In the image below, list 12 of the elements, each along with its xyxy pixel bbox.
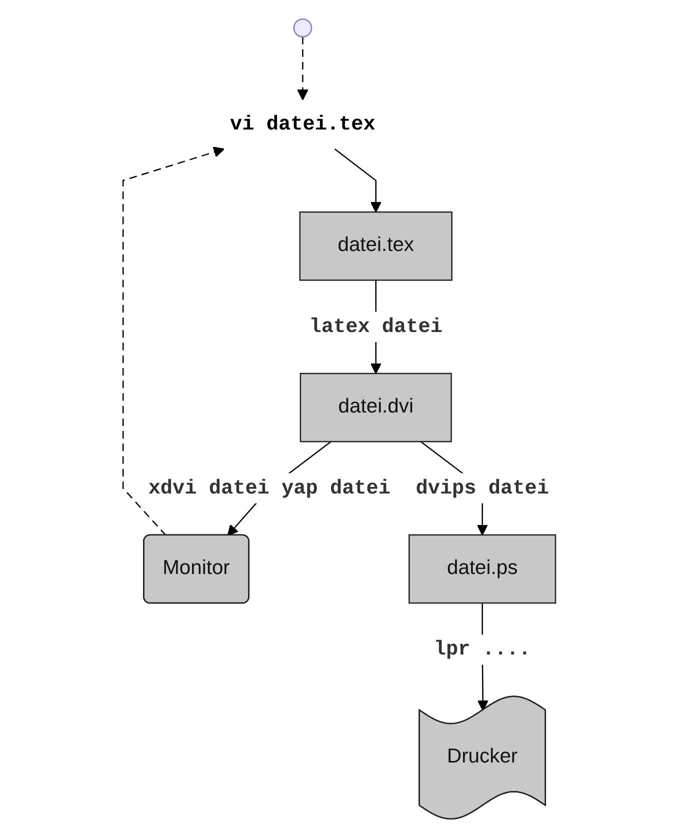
edge-label: xdvi datei yap datei: [148, 476, 391, 500]
arrow: [122, 146, 225, 536]
edge-label: dvips datei: [416, 476, 550, 500]
node-box: [300, 372, 452, 442]
arrow: [334, 148, 382, 212]
node-box: [299, 210, 453, 280]
node-text: vi datei.tex: [230, 112, 376, 136]
node-box: [408, 534, 556, 604]
edge-label: lpr ....: [434, 638, 531, 661]
edge-label: latex datei: [309, 314, 443, 338]
flowchart: latex datei xdvi datei yap datei dvips datei lpr .... vi datei.tex datei.tex datei.dvi Monitor datei.ps Drucker: [113, 8, 566, 828]
arrow: [297, 36, 308, 100]
